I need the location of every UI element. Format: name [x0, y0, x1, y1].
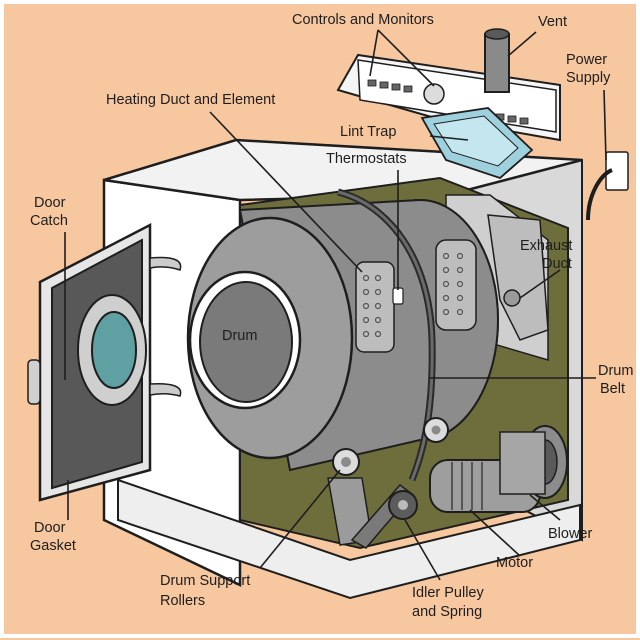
- label-and-spring: and Spring: [412, 604, 482, 620]
- label-lint-trap: Lint Trap: [340, 124, 396, 140]
- vent-pipe: [484, 33, 510, 93]
- label-motor: Motor: [496, 555, 533, 571]
- vent-pipe-top: [484, 28, 510, 40]
- label-heating-duct: Heating Duct and Element: [106, 92, 275, 108]
- label-power: Power: [566, 52, 607, 68]
- label-idler-pulley: Idler Pulley: [412, 585, 484, 601]
- heating-duct-rear: [435, 239, 477, 331]
- lint-trap-screen: [433, 115, 519, 167]
- exhaust-duct: [487, 214, 549, 341]
- label-controls-and-monitors: Controls and Monitors: [292, 12, 434, 28]
- thermostat-element: [392, 287, 404, 305]
- hinge-lower: [149, 383, 182, 397]
- label-door-catch-2: Catch: [30, 213, 68, 229]
- cabinet-base: [117, 478, 581, 600]
- label-drum-belt-1: Drum: [598, 363, 633, 379]
- label-supply: Supply: [566, 70, 611, 86]
- roller-left-hub: [341, 457, 351, 467]
- drum-interior: [199, 281, 293, 403]
- labels: Controls and Monitors Vent Power Supply …: [30, 12, 633, 620]
- label-rollers: Rollers: [160, 593, 205, 609]
- control-buttons-left: [367, 79, 413, 93]
- hinge-upper: [149, 256, 182, 271]
- label-door-gasket-1: Door: [34, 520, 66, 536]
- rear-duct-holes: [442, 252, 464, 316]
- exhaust-vent-port: [503, 289, 521, 307]
- heating-duct-holes: [362, 274, 382, 338]
- door-glass: [91, 311, 137, 389]
- roller-right-hub: [431, 425, 441, 435]
- label-door-catch-1: Door: [34, 195, 66, 211]
- drum-belt-inner: [337, 190, 434, 481]
- idler-pulley-hub: [398, 500, 408, 510]
- label-drum-support: Drum Support: [160, 573, 250, 589]
- control-dial: [423, 83, 445, 105]
- label-door-gasket-2: Gasket: [30, 538, 76, 554]
- blower: [499, 425, 568, 499]
- label-drum: Drum: [222, 328, 257, 344]
- label-vent: Vent: [538, 14, 567, 30]
- label-thermostats: Thermostats: [326, 151, 407, 167]
- power-cord: [586, 168, 613, 221]
- heating-duct: [355, 261, 395, 353]
- leader-lines: [64, 29, 607, 581]
- wall-outlet: [605, 151, 629, 191]
- door-handle: [27, 359, 41, 405]
- label-duct: Duct: [542, 256, 572, 272]
- label-exhaust: Exhaust: [520, 238, 572, 254]
- label-blower: Blower: [548, 526, 592, 542]
- label-drum-belt-2: Belt: [600, 381, 625, 397]
